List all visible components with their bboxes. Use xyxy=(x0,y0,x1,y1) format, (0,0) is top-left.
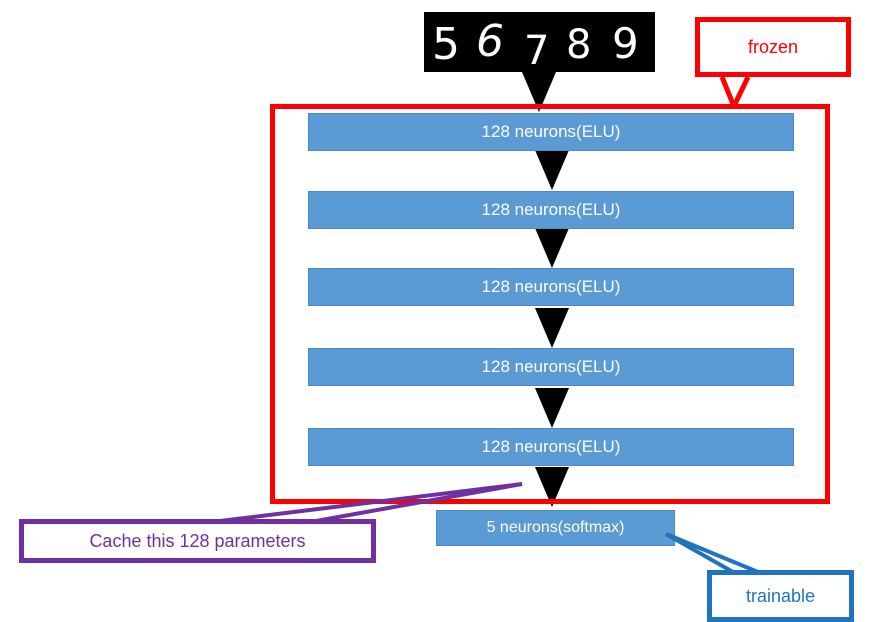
mnist-digits-image: 5 6 7 8 9 xyxy=(424,12,655,74)
digit-7: 7 xyxy=(524,28,549,72)
frozen-callout: frozen xyxy=(695,17,851,77)
hidden-layer-5: 128 neurons(ELU) xyxy=(308,428,794,466)
hidden-layer-1: 128 neurons(ELU) xyxy=(308,113,794,151)
cache-pointer-line-b xyxy=(315,482,523,523)
arrow-down-icon xyxy=(535,388,569,428)
cache-label: Cache this 128 parameters xyxy=(89,530,306,551)
hidden-layer-4: 128 neurons(ELU) xyxy=(308,348,794,386)
trainable-label: trainable xyxy=(745,585,816,606)
hidden-layer-2: 128 neurons(ELU) xyxy=(308,191,794,229)
frozen-pointer-line-b xyxy=(732,75,751,106)
digit-8: 8 xyxy=(566,22,591,68)
arrow-down-icon xyxy=(535,150,569,190)
trainable-callout: trainable xyxy=(707,570,854,622)
frozen-label: frozen xyxy=(747,36,799,57)
output-layer: 5 neurons(softmax) xyxy=(436,510,675,546)
digit-5: 5 xyxy=(432,19,460,70)
digits-drawing: 5 6 7 8 9 xyxy=(432,16,639,74)
cache-callout: Cache this 128 parameters xyxy=(19,519,376,563)
arrow-down-icon xyxy=(535,228,569,268)
digit-9: 9 xyxy=(612,19,639,68)
frozen-pointer-line-a xyxy=(719,76,736,105)
arrow-down-icon xyxy=(535,308,569,348)
frozen-region xyxy=(270,104,830,504)
cache-pointer-line-a xyxy=(219,482,523,523)
hidden-layer-3: 128 neurons(ELU) xyxy=(308,268,794,306)
digit-6: 6 xyxy=(476,16,504,67)
trainable-pointer-line-b xyxy=(665,532,759,574)
